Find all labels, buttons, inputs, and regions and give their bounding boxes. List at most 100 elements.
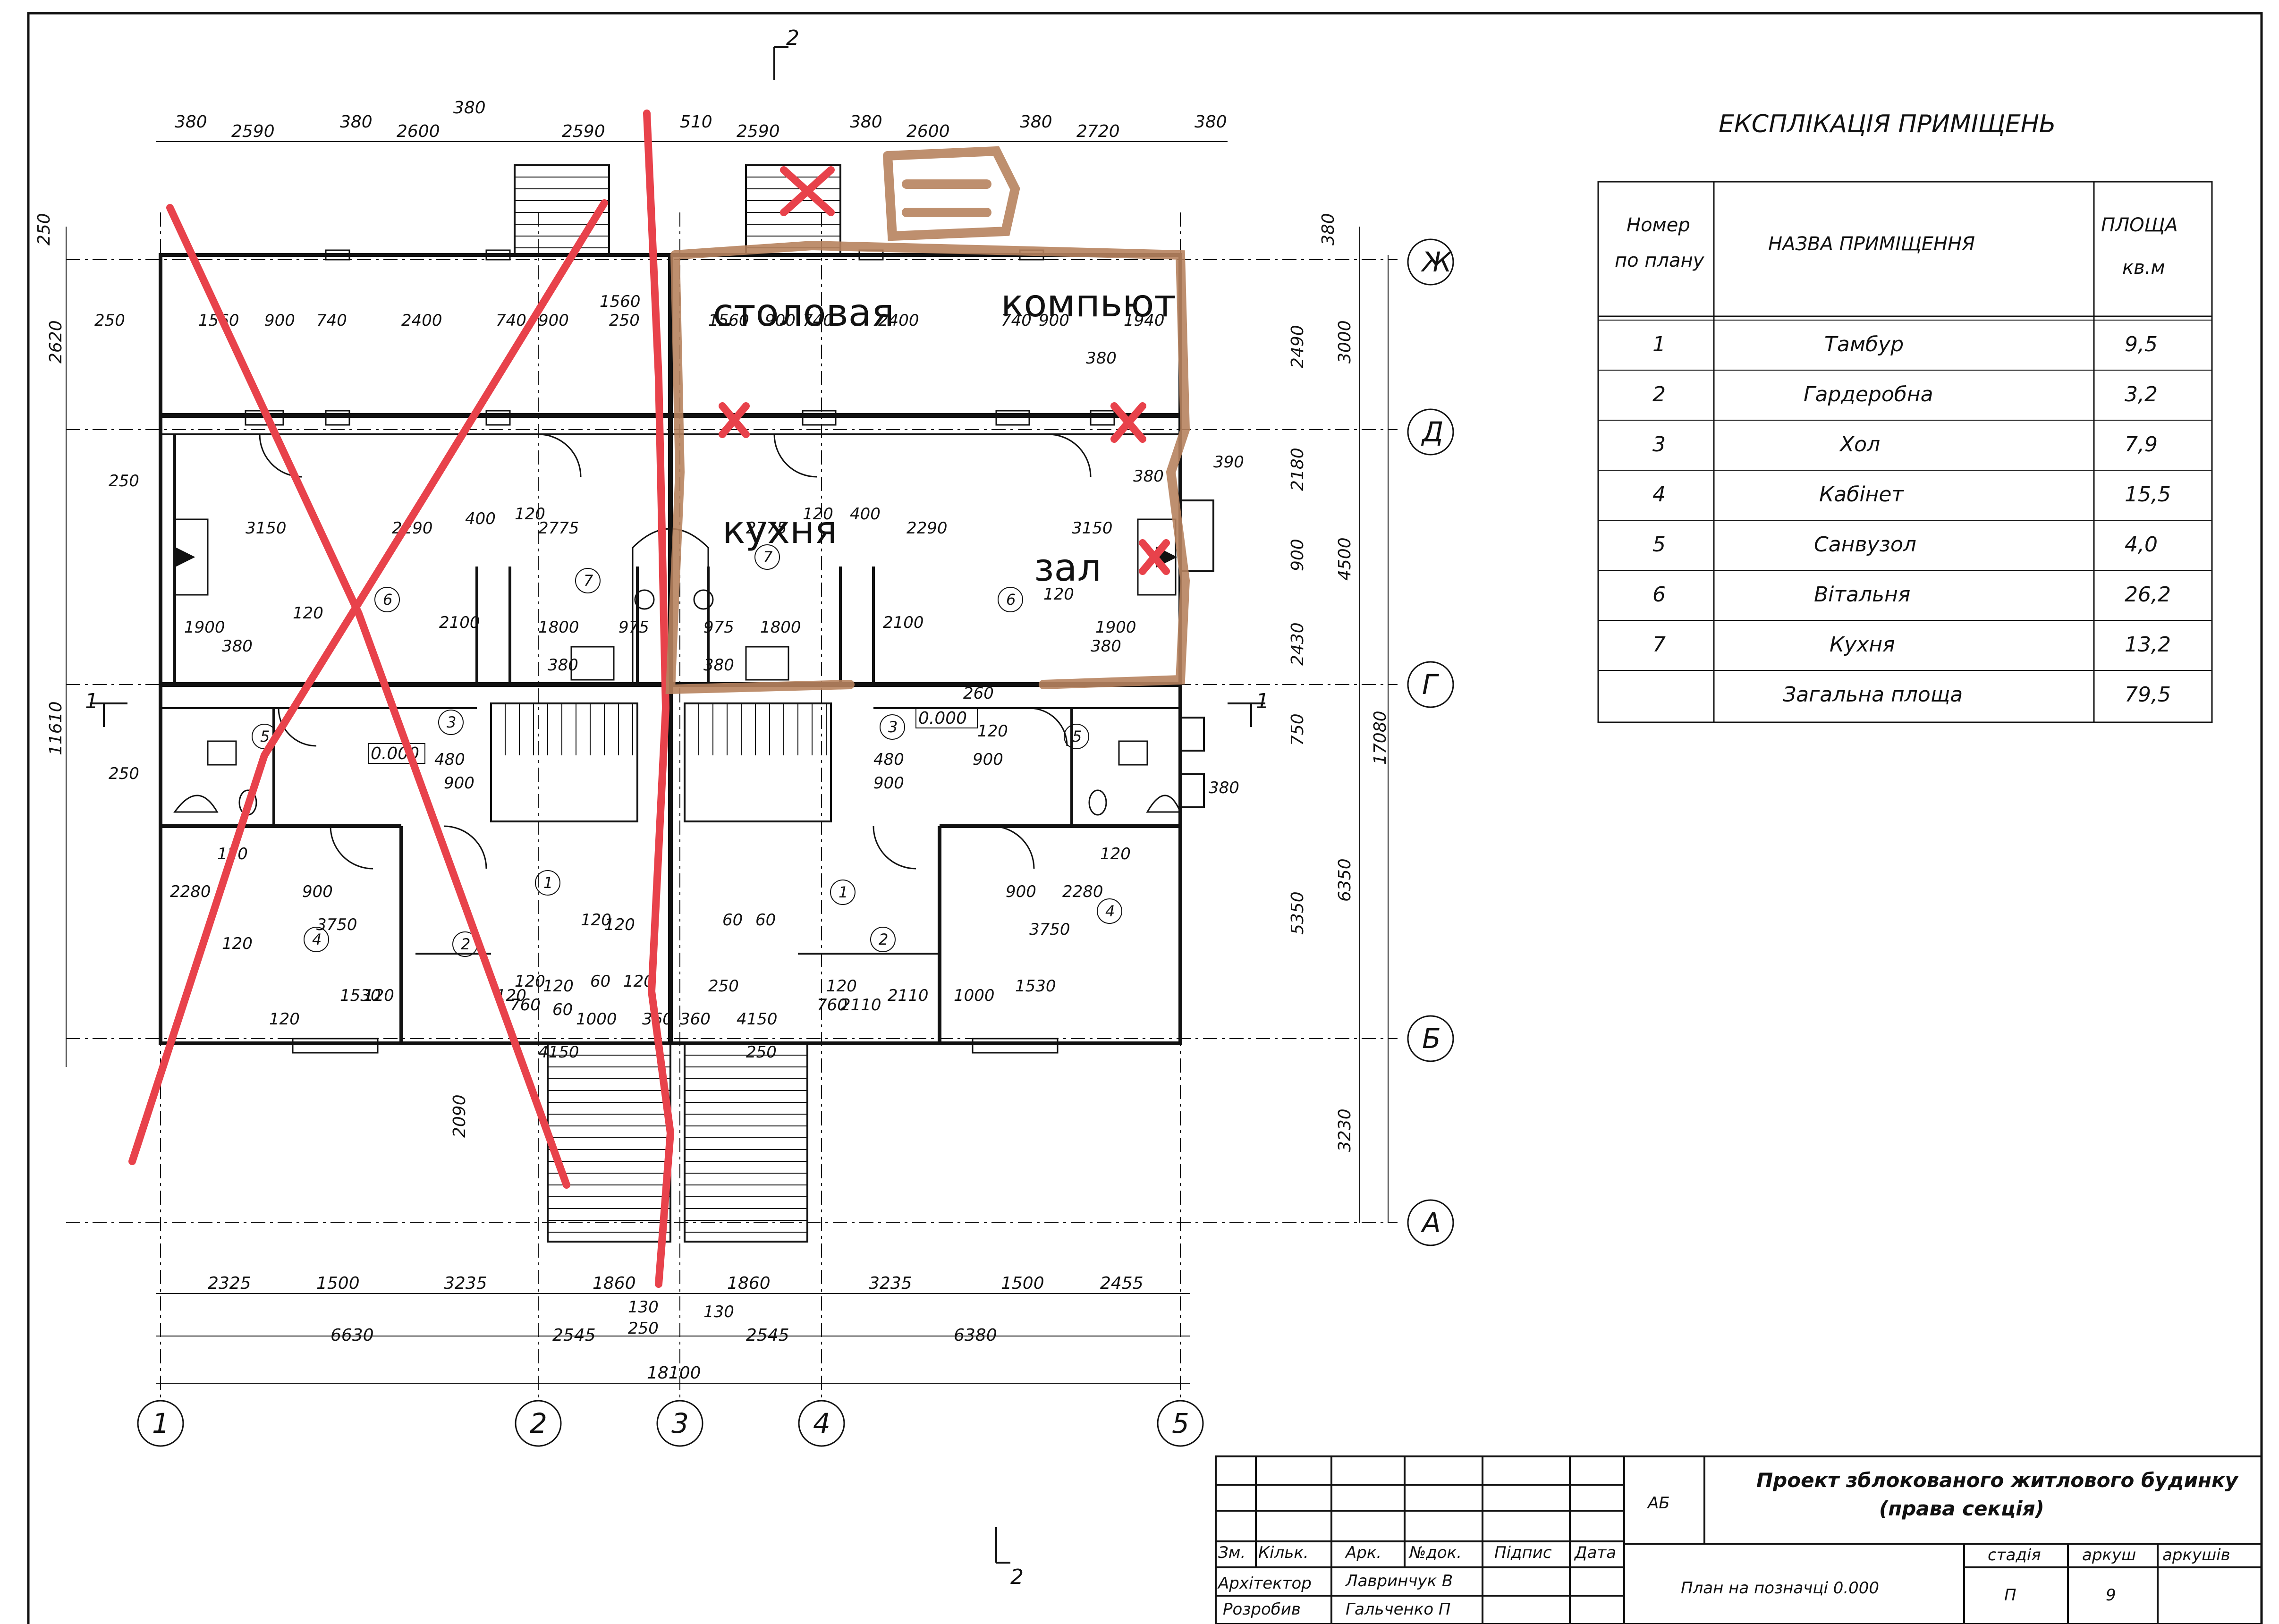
overall-width: 18100	[647, 1363, 701, 1383]
room-number-circle	[880, 714, 905, 740]
section-mark-label-top: 2	[786, 26, 799, 50]
handwritten-living: зал	[1034, 546, 1101, 590]
inner-dimension: 1900	[184, 618, 225, 637]
room-number: 3	[447, 713, 456, 731]
room-number-circle	[374, 587, 400, 612]
red-strike-annotations	[128, 110, 1170, 1288]
inner-dimension: 1940	[1124, 311, 1165, 330]
inner-dimension: 120	[543, 977, 574, 996]
handwritten-kitchen: кухня	[722, 508, 837, 552]
inner-dimension: 250	[109, 764, 139, 783]
room-number: 5	[260, 727, 270, 745]
axis-label-4: 4	[813, 1407, 830, 1439]
inner-dimension: 900	[873, 774, 904, 793]
room-number-circle	[870, 927, 896, 952]
inner-dimension: 480	[434, 750, 465, 769]
svg-text:2720: 2720	[1076, 122, 1120, 141]
svg-text:2430: 2430	[1288, 622, 1307, 666]
explication-header-area-1: ПЛОЩА	[2101, 214, 2178, 236]
level-marks	[368, 708, 978, 764]
inner-dimension: 1800	[760, 618, 801, 637]
inner-dimension: 900	[538, 311, 569, 330]
inner-dimension: 120	[293, 604, 323, 623]
inner-dimension: 740	[1001, 311, 1032, 330]
inner-dimension: 900	[1006, 882, 1036, 901]
explication-row-name: Кабінет	[1819, 482, 1904, 507]
title-col-signature: Підпис	[1494, 1543, 1552, 1562]
svg-text:1860: 1860	[593, 1274, 636, 1293]
inner-dimension: 60	[590, 972, 610, 991]
inner-dimension: 740	[316, 311, 347, 330]
svg-text:2600: 2600	[397, 122, 440, 141]
inner-dimension: 120	[803, 505, 833, 524]
inner-dimension: 1560	[708, 311, 749, 330]
section-mark-label-right: 1	[1256, 689, 1269, 713]
room-number-circle	[304, 927, 329, 952]
sheet-label: аркуш	[2082, 1546, 2136, 1565]
explication-row-area: 7,9	[2125, 432, 2158, 457]
handwritten-dining: столовая	[713, 291, 894, 335]
explication-row-name: Хол	[1839, 432, 1880, 457]
room-number: 1	[543, 874, 553, 892]
inner-dimension: 900	[973, 750, 1003, 769]
inner-dimension: 260	[963, 684, 994, 703]
inner-dimension: 900	[264, 311, 295, 330]
svg-text:2325: 2325	[208, 1274, 251, 1293]
axis-label-2: 2	[530, 1407, 547, 1439]
inner-dimension: 760	[510, 996, 541, 1015]
explication-row-name: Загальна площа	[1783, 683, 1963, 707]
axis-label-d: Д	[1421, 416, 1443, 448]
svg-text:2600: 2600	[907, 122, 950, 141]
svg-text:5350: 5350	[1288, 891, 1307, 935]
inner-dimension: 60	[755, 911, 776, 930]
axis-label-a: А	[1420, 1207, 1441, 1239]
section-marks	[90, 46, 1265, 1564]
svg-text:3000: 3000	[1335, 320, 1355, 364]
svg-text:4500: 4500	[1335, 537, 1355, 581]
svg-text:380: 380	[340, 112, 373, 132]
inner-dimension: 380	[703, 656, 734, 675]
svg-text:11610: 11610	[46, 701, 66, 755]
title-block-grid	[1215, 1455, 2262, 1624]
svg-text:3235: 3235	[444, 1274, 487, 1293]
inner-dimension: 360	[680, 1010, 711, 1029]
inner-dimension: 3150	[246, 519, 287, 538]
explication-row-number: 4	[1652, 482, 1666, 507]
axis-label-5: 5	[1172, 1407, 1189, 1439]
inner-dimension: 250	[609, 311, 640, 330]
svg-text:2180: 2180	[1288, 448, 1307, 491]
architect-name: Лавринчук В	[1345, 1572, 1453, 1590]
explication-row-number: 7	[1652, 633, 1666, 657]
inner-dimension: 3750	[316, 915, 357, 934]
inner-dimension: 120	[826, 977, 857, 996]
inner-dimension: 250	[708, 977, 739, 996]
axis-label-g: Г	[1422, 668, 1440, 701]
inner-dimension: 2400	[401, 311, 442, 330]
axis-label-b: Б	[1422, 1023, 1441, 1055]
inner-dimension: 250	[109, 472, 139, 491]
room-number: 5	[1072, 727, 1082, 745]
inner-dimension: 3150	[1072, 519, 1113, 538]
level-mark-right: 0.000	[918, 709, 967, 728]
top-dimension-texts: 380 2590 380 2600 380 2590 510 2590 380 …	[175, 98, 1227, 141]
inner-dimension: 380	[548, 656, 578, 675]
svg-text:380: 380	[1319, 213, 1338, 245]
inner-dimension: 1900	[1095, 618, 1136, 637]
inner-dimension: 250	[94, 311, 125, 330]
inner-dimension: 740	[803, 311, 833, 330]
inner-dimension: 4150	[737, 1010, 778, 1029]
brown-outline-annotations	[665, 146, 1190, 694]
inner-dimension: 120	[604, 915, 635, 934]
project-subtitle: (права секція)	[1879, 1497, 2044, 1520]
inner-dimension: 2280	[170, 882, 211, 901]
explication-row-name: Вітальня	[1814, 583, 1910, 607]
svg-text:510: 510	[680, 112, 712, 132]
inner-dimension: 2290	[907, 519, 948, 538]
svg-text:250: 250	[628, 1319, 659, 1338]
explication-row-name: Тамбур	[1824, 332, 1904, 356]
svg-text:2545: 2545	[746, 1326, 789, 1345]
inner-dimension: 120	[977, 722, 1008, 741]
inner-dimension: 2400	[878, 311, 919, 330]
explication-row-area: 4,0	[2125, 533, 2158, 557]
left-dimension-texts: 250 2620 11610 2090	[34, 213, 469, 1138]
